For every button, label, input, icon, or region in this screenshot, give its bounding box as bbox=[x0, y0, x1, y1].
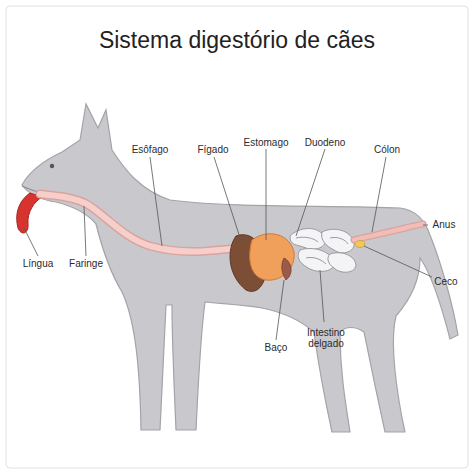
part-label: Estomago bbox=[243, 137, 288, 149]
esophagus-inner bbox=[40, 194, 255, 251]
frame bbox=[6, 6, 468, 468]
cecum bbox=[355, 241, 365, 248]
esophagus bbox=[40, 194, 255, 251]
diagram-title: Sistema digestório de cães bbox=[99, 27, 375, 53]
stomach bbox=[250, 234, 295, 280]
part-label: Língua bbox=[23, 258, 54, 270]
small-intestine bbox=[290, 229, 356, 273]
part-label: Faringe bbox=[69, 258, 103, 270]
spleen bbox=[282, 258, 291, 280]
part-label: Intestino delgado bbox=[300, 327, 352, 350]
dog-body bbox=[22, 104, 458, 432]
colon-inner bbox=[354, 224, 423, 240]
tongue bbox=[17, 193, 42, 233]
colon bbox=[354, 224, 423, 240]
part-label: Esôfago bbox=[132, 144, 169, 156]
part-label: Ceco bbox=[434, 276, 457, 288]
part-label: Fígado bbox=[197, 144, 228, 156]
part-label: Cólon bbox=[374, 144, 400, 156]
leader-lines bbox=[24, 149, 432, 340]
part-label: Baço bbox=[265, 342, 288, 354]
part-label: Duodeno bbox=[305, 137, 346, 149]
dog-eye bbox=[50, 164, 54, 168]
part-label: Anus bbox=[433, 219, 456, 231]
